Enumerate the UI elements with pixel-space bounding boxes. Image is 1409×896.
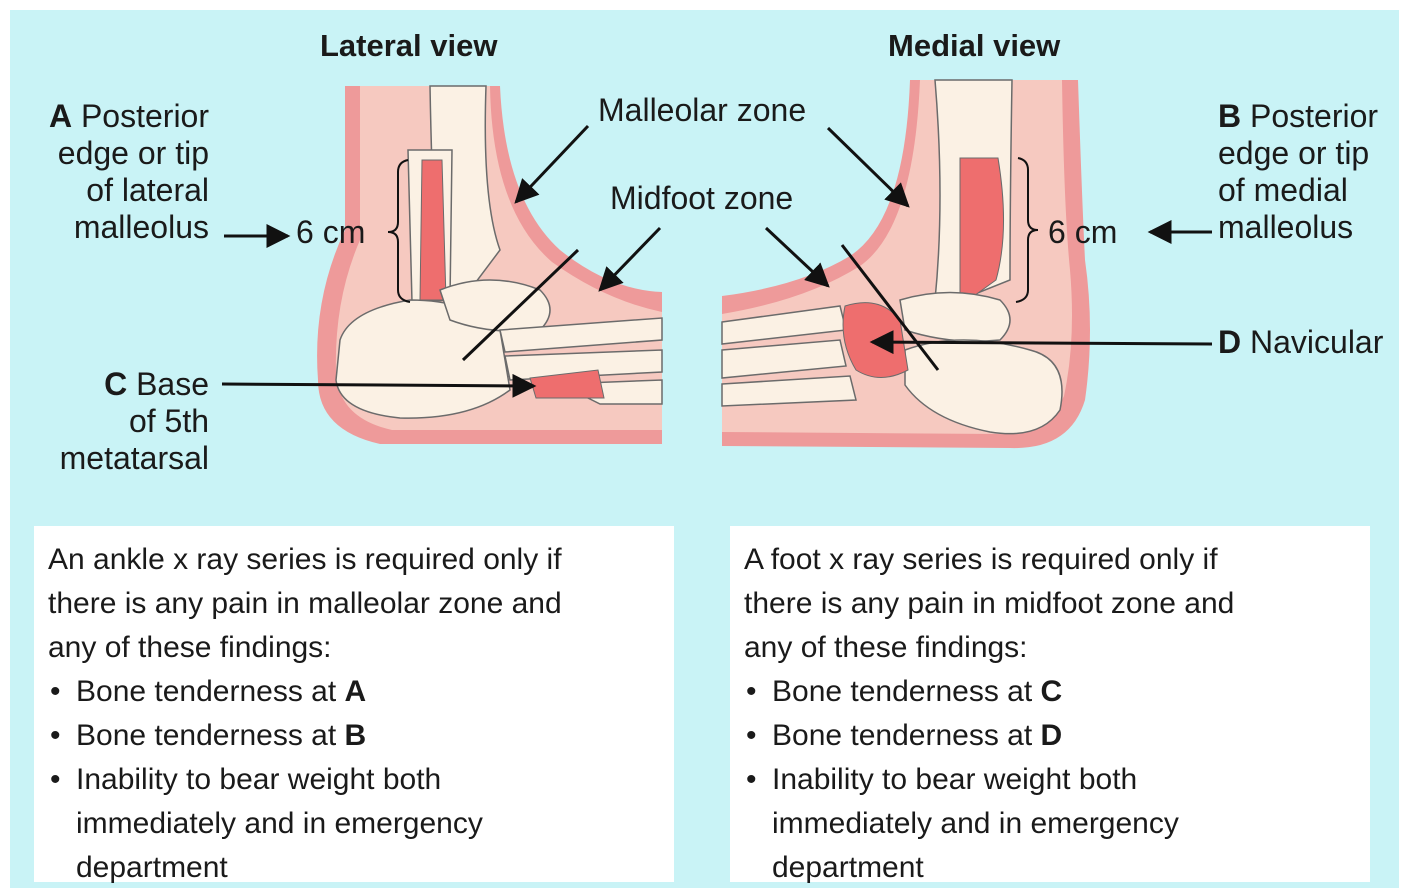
foot-finding-1-text: Bone tenderness at [772,675,1041,708]
arrow-c [222,384,534,386]
point-c-letter: C [104,366,127,402]
foot-rule-intro: A foot x ray series is required only if … [744,538,1356,670]
arrow-d [872,342,1212,344]
ankle-finding-1-key: A [345,675,367,708]
point-b-letter: B [1218,98,1241,134]
measurement-left: 6 cm [296,214,365,251]
ankle-finding-3: Inability to bear weight both immediatel… [48,758,596,890]
foot-finding-2-key: D [1041,719,1063,752]
point-b-text: Posterior [1250,98,1378,134]
point-a-text: Posterior [81,98,209,134]
ankle-finding-2-text: Bone tenderness at [76,719,345,752]
arrow-midfoot-left [600,228,660,290]
ankle-finding-1-text: Bone tenderness at [76,675,345,708]
point-a-letter: A [49,98,72,134]
point-a-label: A Posterior edge or tip of lateral malle… [49,98,209,246]
medial-talus [900,293,1010,342]
lateral-foot [317,86,662,444]
point-c-line-2: metatarsal [60,440,209,477]
ankle-rule-box: An ankle x ray series is required only i… [34,526,674,882]
ankle-findings-list: Bone tenderness at A Bone tenderness at … [48,670,660,890]
foot-finding-2-text: Bone tenderness at [772,719,1041,752]
foot-finding-2: Bone tenderness at D [744,714,1356,758]
point-d-label: D Navicular [1218,324,1383,361]
midfoot-zone-label: Midfoot zone [610,180,793,217]
point-c-label: C Base of 5th metatarsal [60,366,209,477]
measurement-right: 6 cm [1048,214,1117,251]
foot-finding-1-key: C [1041,675,1063,708]
point-d-letter: D [1218,324,1241,360]
arrow-malleolar-left [516,126,588,202]
ankle-finding-2: Bone tenderness at B [48,714,660,758]
point-a-line-3: malleolus [49,209,209,246]
foot-rule-box: A foot x ray series is required only if … [730,526,1370,882]
lateral-view-title: Lateral view [320,28,497,64]
zone-a-highlight [420,160,446,300]
foot-finding-1: Bone tenderness at C [744,670,1356,714]
foot-findings-list: Bone tenderness at C Bone tenderness at … [744,670,1356,890]
point-b-label: B Posterior edge or tip of medial malleo… [1218,98,1378,246]
medial-foot [722,80,1090,448]
point-b-line-3: malleolus [1218,209,1378,246]
point-c-line-1: of 5th [60,403,209,440]
malleolar-zone-label: Malleolar zone [598,92,806,129]
point-a-line-1: edge or tip [49,135,209,172]
ankle-finding-2-key: B [345,719,367,752]
arrow-midfoot-right [766,228,828,286]
medial-view-title: Medial view [888,28,1060,64]
point-a-line-2: of lateral [49,172,209,209]
ankle-rule-intro: An ankle x ray series is required only i… [48,538,660,670]
arrow-malleolar-right [828,128,908,206]
point-d-text: Navicular [1250,324,1383,360]
foot-finding-3: Inability to bear weight both immediatel… [744,758,1292,890]
point-b-line-1: edge or tip [1218,135,1378,172]
point-c-text: Base [136,366,209,402]
ankle-finding-3-text: Inability to bear weight both immediatel… [76,763,483,884]
point-b-line-2: of medial [1218,172,1378,209]
ankle-finding-1: Bone tenderness at A [48,670,660,714]
foot-finding-3-text: Inability to bear weight both immediatel… [772,763,1179,884]
